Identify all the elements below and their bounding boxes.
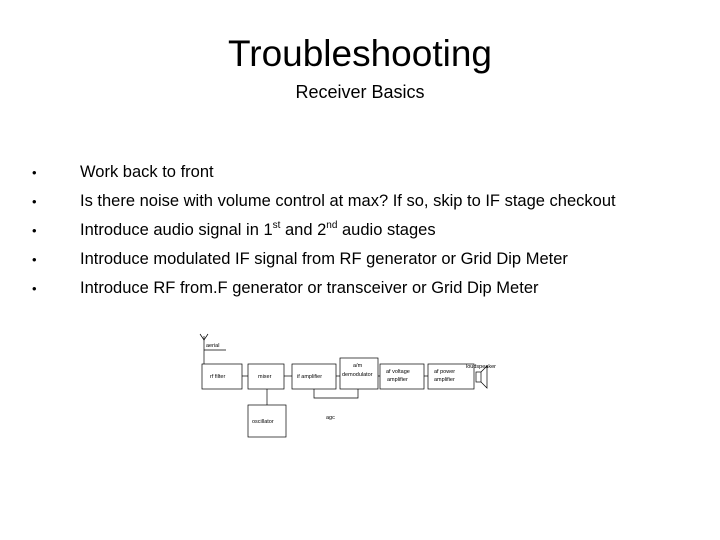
agc-label: agc: [326, 415, 335, 421]
bullet-text: Introduce RF from.F generator or transce…: [80, 279, 539, 297]
bullet-list: • Work back to front • Is there noise wi…: [28, 158, 708, 303]
bullet-item: • Introduce modulated IF signal from RF …: [28, 245, 708, 274]
af-voltage-label-1: af voltage: [386, 369, 410, 375]
bullet-item: • Is there noise with volume control at …: [28, 187, 708, 216]
bullet-dot: •: [32, 281, 37, 296]
slide-title: Troubleshooting: [228, 33, 492, 74]
bullet-text: audio stages: [337, 221, 436, 239]
demodulator-label-2: demodulator: [342, 372, 373, 378]
aerial-label: aerial: [206, 343, 219, 349]
rf-filter-label: rf filter: [210, 374, 225, 380]
demodulator-label-1: a/m: [353, 363, 363, 369]
oscillator-label: oscillator: [252, 419, 274, 425]
bullet-text: Is there noise with volume control at ma…: [80, 192, 616, 210]
loudspeaker-label: loudspeaker: [466, 364, 496, 370]
bullet-dot: •: [32, 223, 37, 238]
slide-subtitle: Receiver Basics: [295, 82, 425, 102]
bullet-dot: •: [32, 194, 37, 209]
bullet-text: Work back to front: [80, 163, 214, 181]
bullet-text: and 2: [280, 221, 327, 239]
af-power-label-1: af power: [434, 369, 455, 375]
superscript: nd: [326, 220, 338, 231]
receiver-block-diagram: aerial rf filter mixer if amplifier a/m …: [199, 333, 496, 438]
af-voltage-label-2: amplifier: [387, 377, 408, 383]
bullet-dot: •: [32, 252, 37, 267]
bullet-item: • Introduce RF from.F generator or trans…: [28, 274, 708, 303]
if-amplifier-label: if amplifier: [297, 374, 322, 380]
bullet-item: • Introduce audio signal in 1st and 2nd …: [28, 216, 708, 245]
bullet-item: • Work back to front: [28, 158, 708, 187]
superscript: st: [272, 220, 281, 231]
bullet-text: Introduce audio signal in 1: [80, 221, 273, 239]
bullet-text: Introduce modulated IF signal from RF ge…: [80, 250, 568, 268]
af-power-label-2: amplifier: [434, 377, 455, 383]
bullet-dot: •: [32, 165, 37, 180]
mixer-label: mixer: [258, 374, 272, 380]
